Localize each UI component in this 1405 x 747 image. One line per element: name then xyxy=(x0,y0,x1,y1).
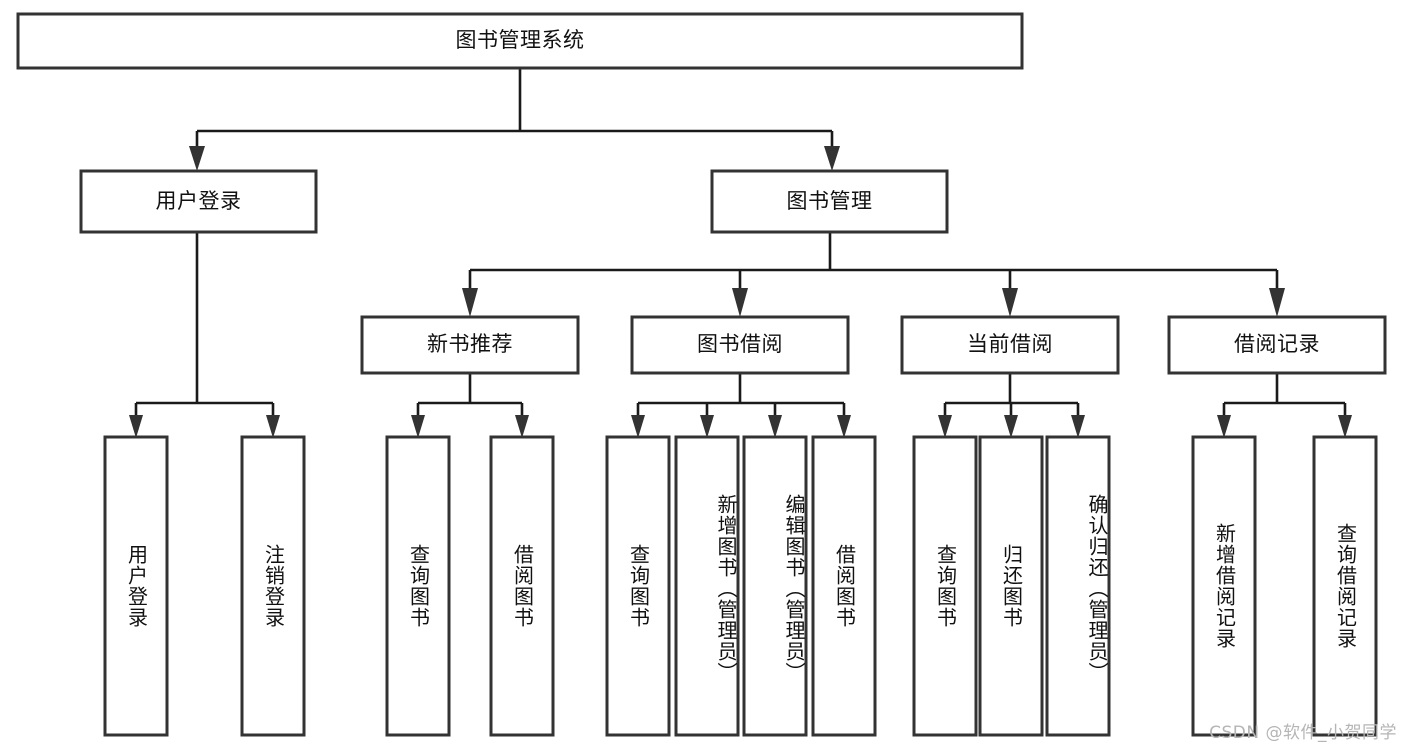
connector-group-book-manage xyxy=(462,232,1285,317)
node-box-leaf-query-book-3[interactable] xyxy=(912,435,978,737)
node-box-leaf-query-book-1[interactable] xyxy=(385,435,451,737)
node-box-book-borrow[interactable] xyxy=(630,315,850,375)
arrow-head-leaf-confirm-return xyxy=(1071,415,1085,438)
node-box-root[interactable] xyxy=(16,12,1024,70)
node-box-leaf-add-book[interactable] xyxy=(674,435,740,737)
arrow-head-leaf-query-book-2 xyxy=(631,415,645,438)
arrow-head-leaf-return-book xyxy=(1004,415,1018,438)
arrow-head-leaf-edit-book xyxy=(768,415,782,438)
arrow-head-leaf-query-record xyxy=(1338,415,1352,438)
node-box-user-login[interactable] xyxy=(79,169,318,234)
node-box-leaf-borrow-book-1[interactable] xyxy=(489,435,555,737)
node-box-new-book-recommend[interactable] xyxy=(360,315,580,375)
arrow-head-current-borrow xyxy=(1002,288,1018,317)
node-box-leaf-edit-book[interactable] xyxy=(742,435,808,737)
arrow-head-new-book-recommend xyxy=(462,288,478,317)
node-box-leaf-return-book[interactable] xyxy=(978,435,1044,737)
node-box-leaf-user-logout[interactable] xyxy=(240,435,306,737)
node-box-leaf-query-book-2[interactable] xyxy=(605,435,671,737)
connector-group-book-borrow xyxy=(631,373,851,438)
arrow-head-book-borrow xyxy=(732,288,748,317)
node-box-borrow-record[interactable] xyxy=(1167,315,1387,375)
arrow-head-leaf-borrow-book-1 xyxy=(515,415,529,438)
node-box-leaf-borrow-book-2[interactable] xyxy=(811,435,877,737)
arrow-head-borrow-record xyxy=(1269,288,1285,317)
arrow-head-leaf-add-book xyxy=(700,415,714,438)
connector-group-root xyxy=(189,68,840,171)
arrow-head-leaf-borrow-book-2 xyxy=(837,415,851,438)
arrow-head-leaf-query-book-3 xyxy=(938,415,952,438)
csdn-watermark: CSDN @软件_小贺同学 xyxy=(1209,723,1397,743)
connector-group-user-login xyxy=(129,232,280,438)
node-box-leaf-user-login[interactable] xyxy=(103,435,169,737)
node-box-leaf-confirm-return[interactable] xyxy=(1045,435,1111,737)
arrow-head-user-login xyxy=(189,146,205,171)
node-box-leaf-add-record[interactable] xyxy=(1191,435,1257,737)
node-box-current-borrow[interactable] xyxy=(900,315,1120,375)
arrow-head-leaf-query-book-1 xyxy=(411,415,425,438)
arrow-head-leaf-add-record xyxy=(1217,415,1231,438)
arrow-head-leaf-user-login xyxy=(129,415,143,438)
arrow-head-leaf-user-logout xyxy=(266,415,280,438)
node-box-leaf-query-record[interactable] xyxy=(1312,435,1378,737)
node-box-book-manage[interactable] xyxy=(710,169,949,234)
arrow-head-book-manage xyxy=(824,146,840,171)
connector-group-new-book-recommend xyxy=(411,373,529,438)
connector-group-borrow-record xyxy=(1217,373,1352,438)
connector-group-current-borrow xyxy=(938,373,1085,438)
